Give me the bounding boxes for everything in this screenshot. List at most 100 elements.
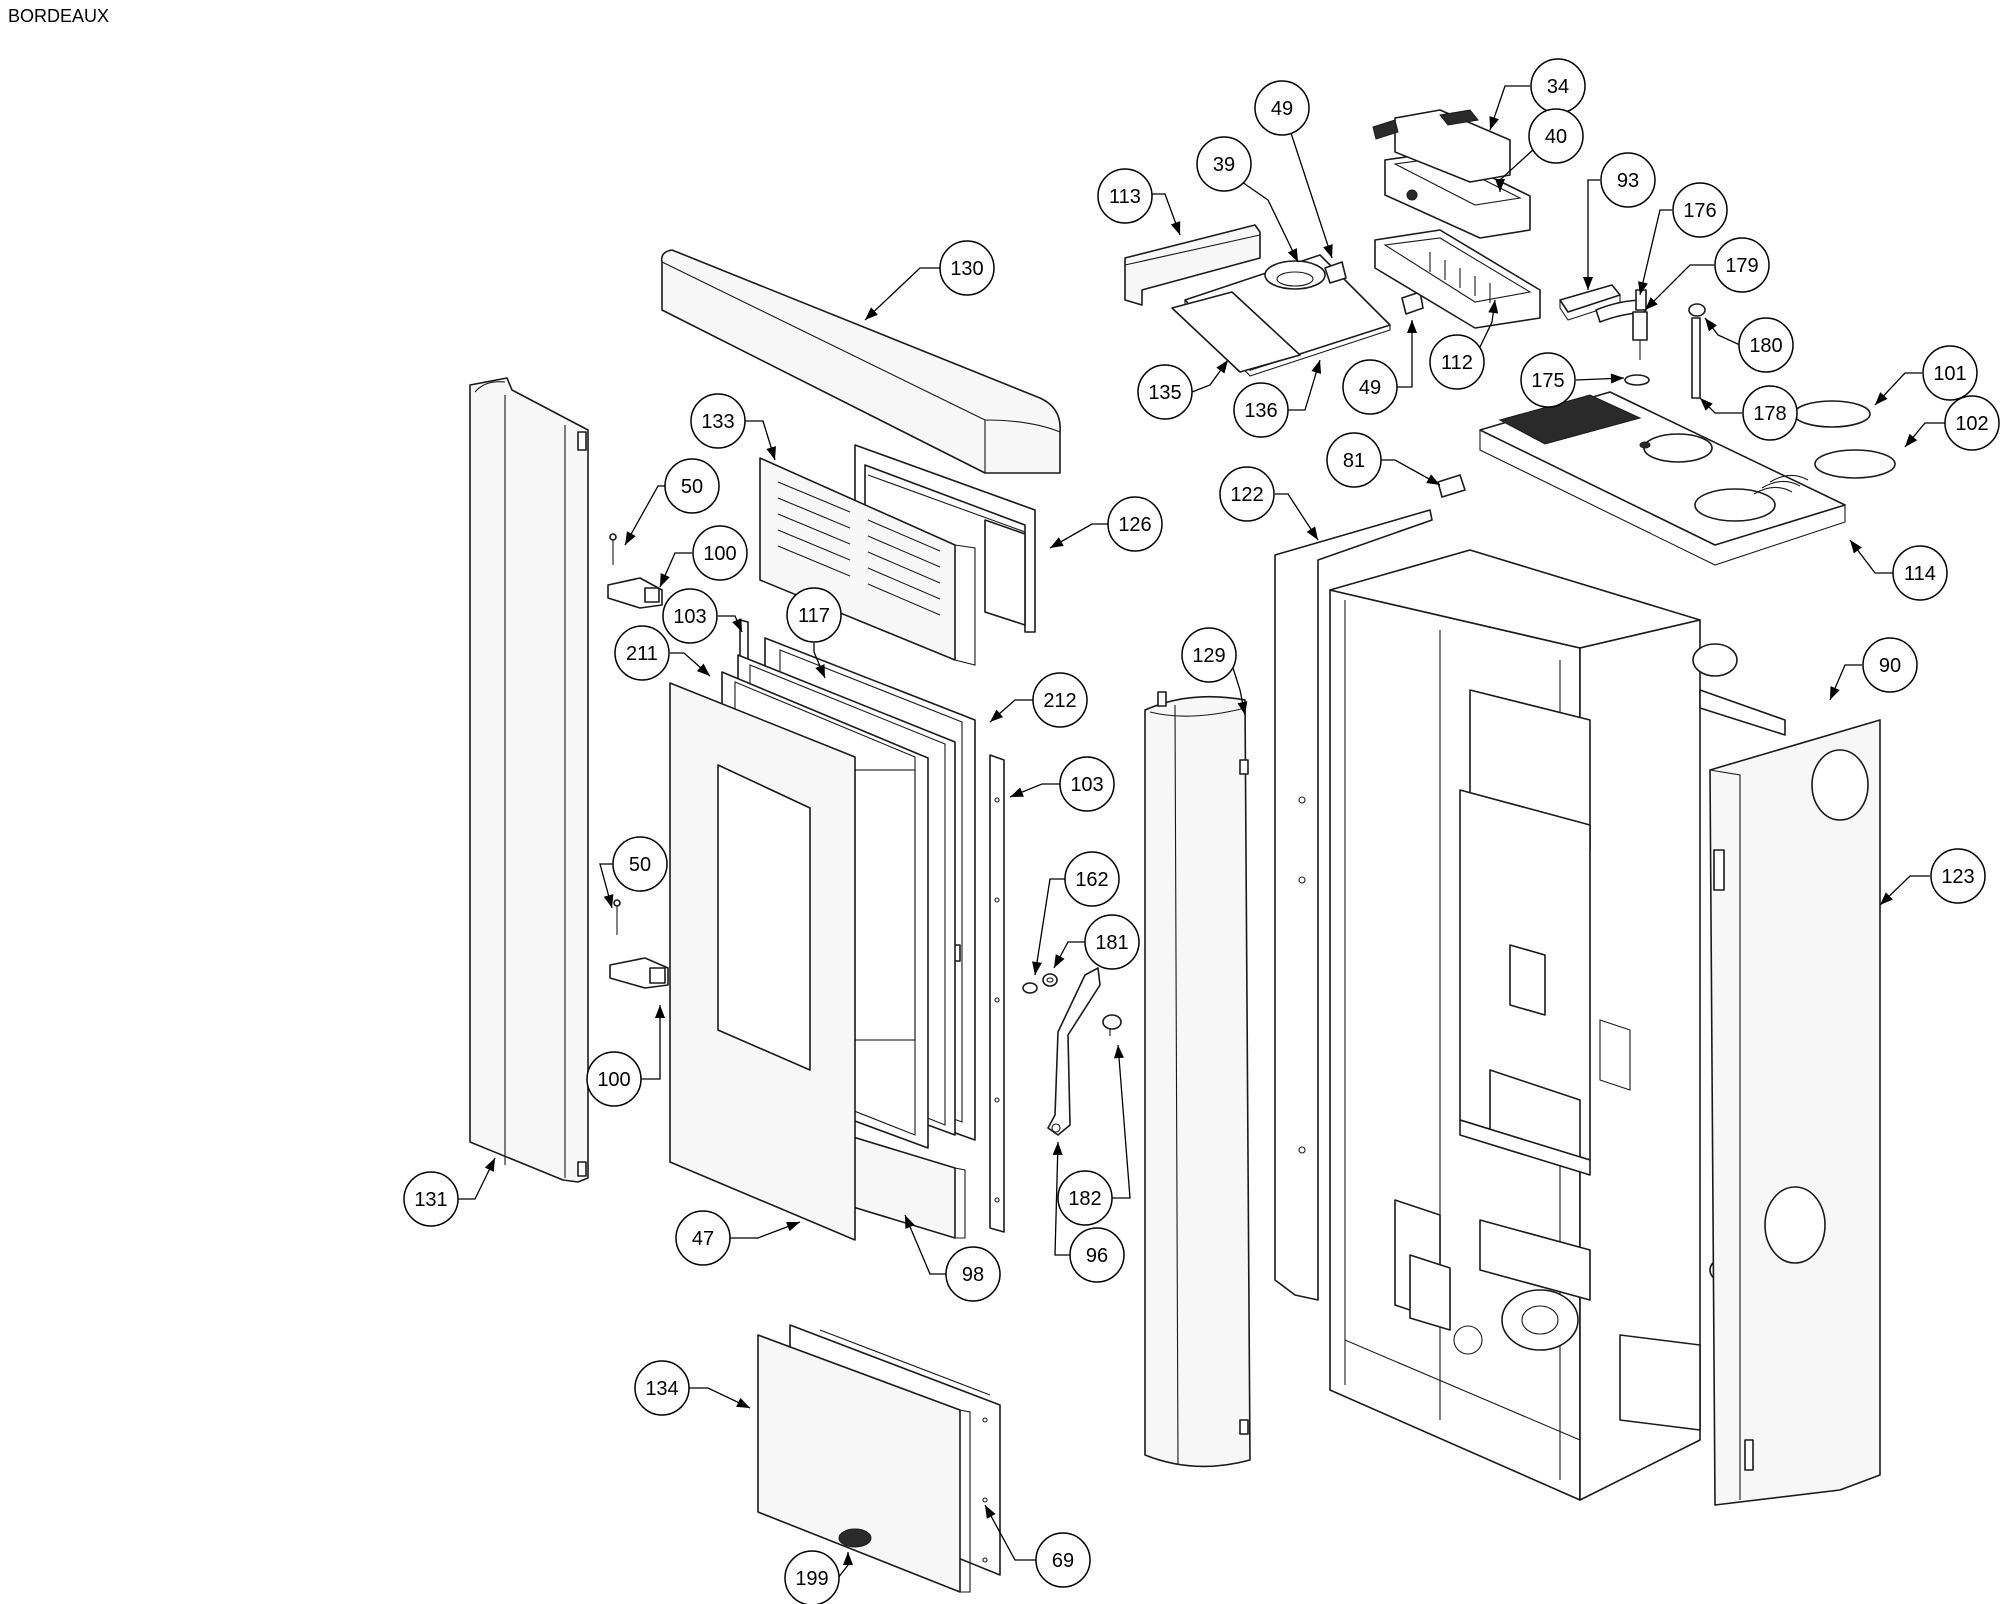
callout-leader-line bbox=[1034, 878, 1066, 976]
part-93-small-bracket bbox=[1559, 284, 1621, 321]
callout-leader-line bbox=[1049, 523, 1108, 549]
callout-leader-line bbox=[1053, 941, 1086, 969]
part-49-clip-upper bbox=[1324, 261, 1347, 284]
callout-50: 50 bbox=[624, 458, 720, 546]
callout-81: 81 bbox=[1326, 432, 1441, 488]
callout-bubble bbox=[403, 1171, 459, 1227]
callout-arrow bbox=[1114, 1045, 1125, 1059]
callout-label: 39 bbox=[1213, 154, 1235, 176]
callout-arrow bbox=[1287, 248, 1298, 262]
callout-label: 131 bbox=[414, 1189, 447, 1211]
part-130-top-cover bbox=[660, 249, 1061, 474]
part-49-clip-lower bbox=[1401, 291, 1424, 315]
callout-arrow bbox=[603, 894, 614, 908]
part-178-rod bbox=[1691, 317, 1701, 399]
callout-112: 112 bbox=[1429, 299, 1499, 390]
callout-leader-line bbox=[1644, 264, 1714, 311]
part-126-frame bbox=[854, 444, 1036, 633]
part-180-knob bbox=[1688, 303, 1706, 317]
part-112-tray bbox=[1374, 229, 1541, 329]
callout-arrow bbox=[1050, 537, 1064, 548]
callout-49: 49 bbox=[1342, 320, 1417, 415]
callout-34: 34 bbox=[1489, 58, 1586, 131]
part-182-knob bbox=[1102, 1014, 1122, 1036]
callout-arrow bbox=[1705, 318, 1717, 332]
callout-label: 101 bbox=[1933, 363, 1966, 385]
callout-98: 98 bbox=[904, 1214, 1001, 1302]
callout-130: 130 bbox=[864, 240, 995, 321]
callout-bubble bbox=[1738, 317, 1794, 373]
callout-label: 117 bbox=[798, 605, 830, 627]
callout-179: 179 bbox=[1644, 237, 1770, 311]
callout-label: 176 bbox=[1683, 200, 1716, 222]
callout-leader-line bbox=[1152, 193, 1181, 236]
callout-arrow bbox=[1700, 398, 1713, 411]
callout-arrow bbox=[1052, 1142, 1063, 1156]
callout-bubble bbox=[784, 1550, 840, 1604]
callout-label: 175 bbox=[1531, 370, 1564, 392]
callout-label: 181 bbox=[1095, 932, 1128, 954]
callout-arrow bbox=[1032, 961, 1042, 975]
part-90-rail bbox=[1699, 689, 1786, 736]
callout-bubble bbox=[1892, 545, 1948, 601]
callout-49: 49 bbox=[1254, 80, 1333, 259]
callout-arrow bbox=[1495, 179, 1505, 192]
callout-leader-line bbox=[1380, 459, 1441, 486]
callout-arrow bbox=[786, 1221, 800, 1232]
callout-arrow bbox=[1583, 277, 1593, 290]
callout-bubble bbox=[1097, 168, 1153, 224]
callout-label: 113 bbox=[1109, 186, 1141, 208]
callout-label: 93 bbox=[1617, 170, 1639, 192]
callout-label: 178 bbox=[1753, 403, 1786, 425]
callout-arrow bbox=[1054, 954, 1065, 968]
callout-label: 179 bbox=[1725, 255, 1758, 277]
callout-102: 102 bbox=[1904, 395, 2000, 451]
callout-arrow bbox=[985, 1505, 996, 1519]
callout-label: 126 bbox=[1118, 514, 1151, 536]
callout-arrow bbox=[736, 1397, 750, 1408]
callout-bubble bbox=[939, 240, 995, 296]
part-47-door bbox=[669, 682, 856, 1241]
callout-label: 112 bbox=[1441, 352, 1473, 374]
callout-label: 98 bbox=[962, 1264, 984, 1286]
callout-label: 162 bbox=[1075, 869, 1108, 891]
callout-arrow bbox=[625, 531, 636, 545]
callout-label: 123 bbox=[1941, 866, 1974, 888]
callout-bubble bbox=[662, 588, 718, 644]
callout-114: 114 bbox=[1849, 539, 1948, 601]
callout-bubble bbox=[1032, 672, 1088, 728]
callout-182: 182 bbox=[1057, 1044, 1131, 1226]
callout-arrow bbox=[1311, 360, 1322, 374]
callout-arrow bbox=[696, 663, 710, 676]
callout-126: 126 bbox=[1049, 496, 1163, 552]
callout-bubble bbox=[1672, 182, 1728, 238]
callout-bubble bbox=[1233, 382, 1289, 438]
callout-arrow bbox=[766, 446, 776, 460]
callout-label: 133 bbox=[701, 411, 734, 433]
callout-arrow bbox=[1010, 787, 1024, 797]
callout-bubble bbox=[786, 587, 842, 643]
callout-arrow bbox=[1905, 433, 1918, 447]
callout-arrow bbox=[1645, 297, 1658, 310]
part-123-right-side-panel bbox=[1709, 719, 1881, 1506]
callout-bubble bbox=[1742, 385, 1798, 441]
callout-label: 199 bbox=[795, 1568, 828, 1590]
callout-bubble bbox=[1064, 851, 1120, 907]
callout-50: 50 bbox=[599, 836, 668, 909]
callout-arrow bbox=[1610, 373, 1624, 384]
callout-arrow bbox=[1323, 244, 1333, 258]
callout-47: 47 bbox=[675, 1210, 801, 1266]
callout-bubble bbox=[945, 1246, 1001, 1302]
callout-label: 81 bbox=[1343, 450, 1365, 472]
callout-label: 34 bbox=[1547, 76, 1569, 98]
callout-162: 162 bbox=[1032, 851, 1120, 976]
callout-label: 50 bbox=[681, 476, 703, 498]
callout-label: 69 bbox=[1052, 1550, 1074, 1572]
stove-body-frame bbox=[1329, 549, 1761, 1501]
callout-label: 122 bbox=[1230, 484, 1263, 506]
callout-bubble bbox=[1181, 627, 1237, 683]
callout-129: 129 bbox=[1181, 627, 1248, 716]
callout-arrow bbox=[1170, 221, 1181, 235]
callout-bubble bbox=[1944, 395, 2000, 451]
